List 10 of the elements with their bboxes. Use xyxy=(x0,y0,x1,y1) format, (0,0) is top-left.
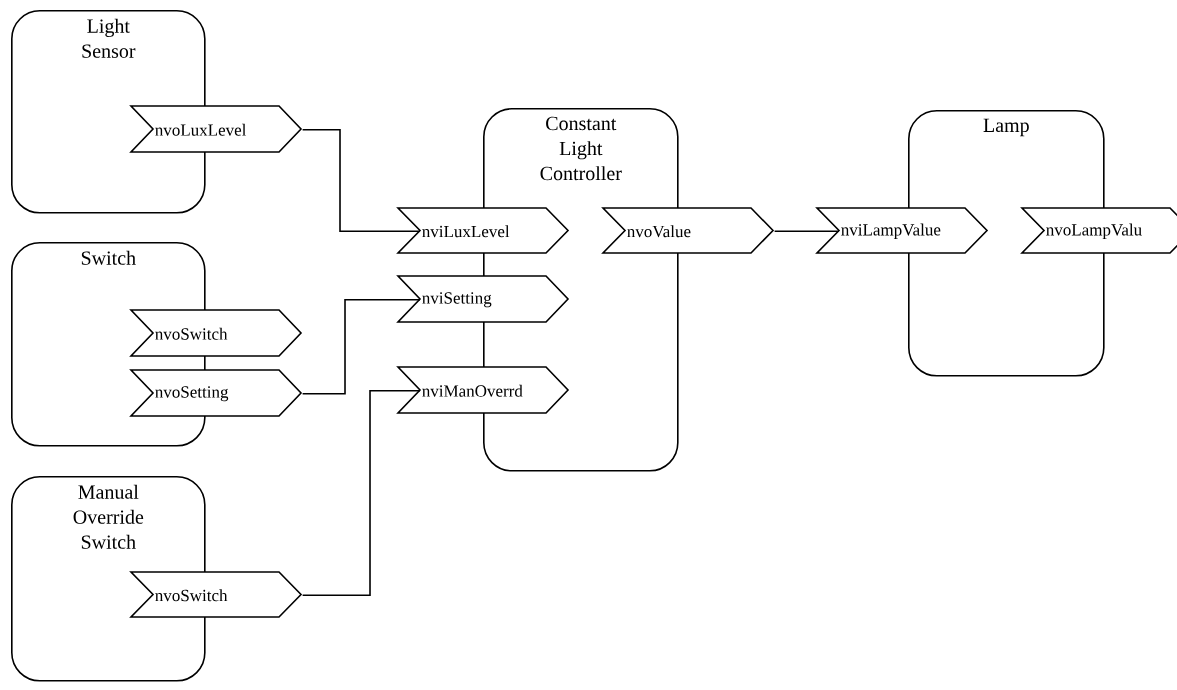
port-tag: nvoLampValu xyxy=(1020,207,1177,254)
port-tag: nviLuxLevel xyxy=(396,207,570,254)
port-tag: nviSetting xyxy=(396,275,570,323)
port-tag: nvoSetting xyxy=(129,369,303,417)
port-tag: nviManOverrd xyxy=(396,366,570,414)
port-tag: nvoLuxLevel xyxy=(129,105,303,153)
port-tag: nvoSwitch xyxy=(129,309,303,357)
port-tag: nviLampValue xyxy=(815,207,989,254)
port-tag: nvoValue xyxy=(601,207,775,254)
port-tag: nvoSwitch xyxy=(129,571,303,618)
